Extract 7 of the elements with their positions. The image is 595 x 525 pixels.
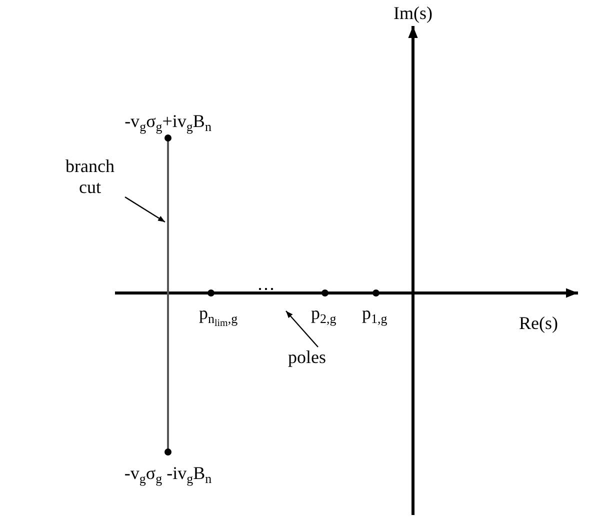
leader-line: [286, 310, 318, 348]
annotation-text: poles: [287, 347, 327, 368]
annotation-text: branch cut: [64, 156, 116, 198]
leader-line: [124, 196, 166, 222]
axis-label: Im(s): [394, 4, 432, 22]
axis-label: Re(s): [519, 314, 558, 332]
ellipsis: ⋯: [257, 280, 275, 298]
